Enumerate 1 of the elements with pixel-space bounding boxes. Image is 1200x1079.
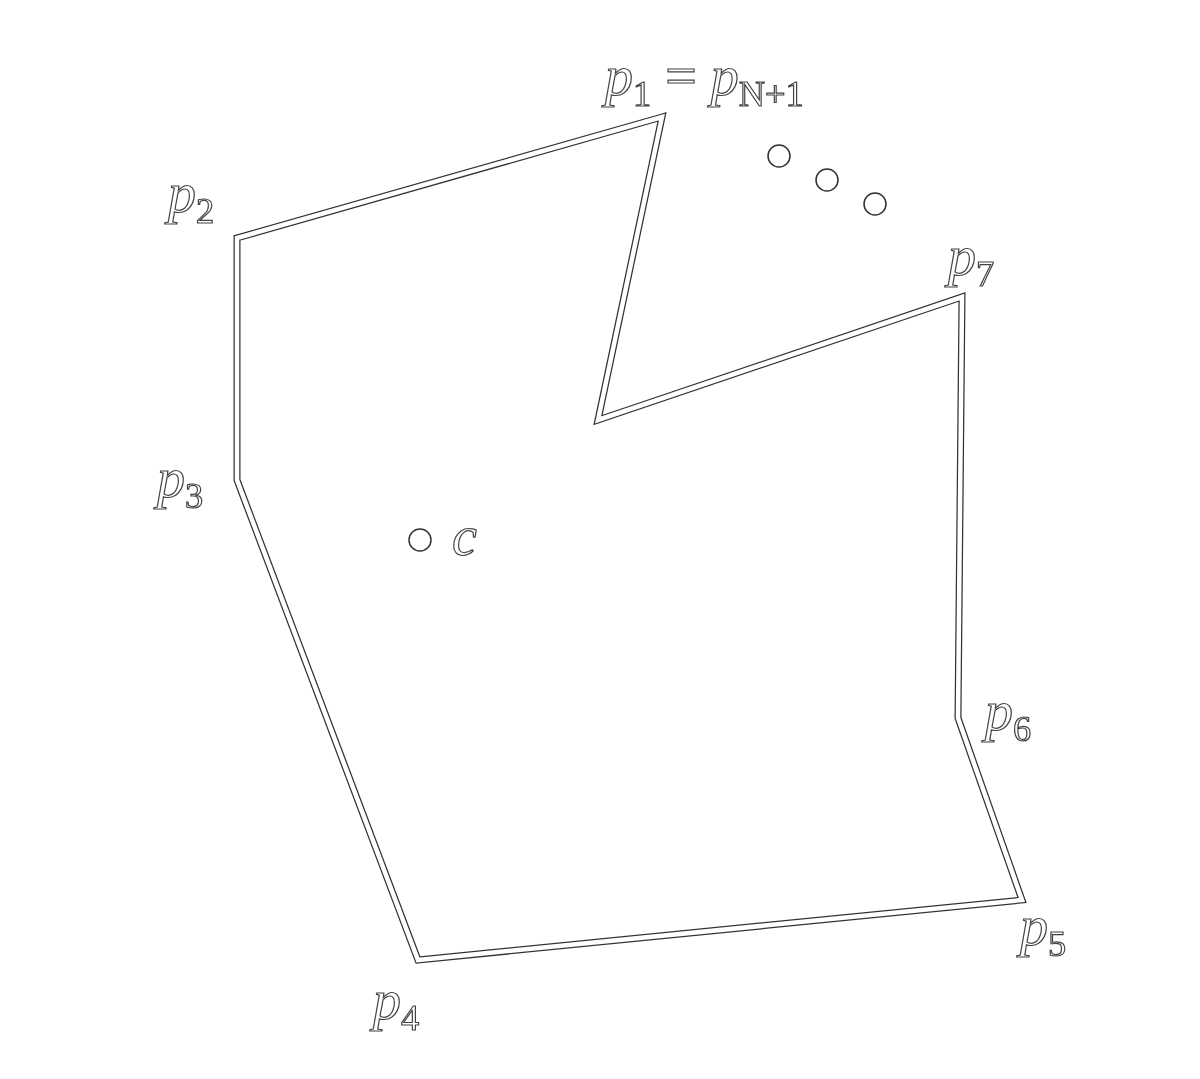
point-label: c <box>452 508 477 564</box>
